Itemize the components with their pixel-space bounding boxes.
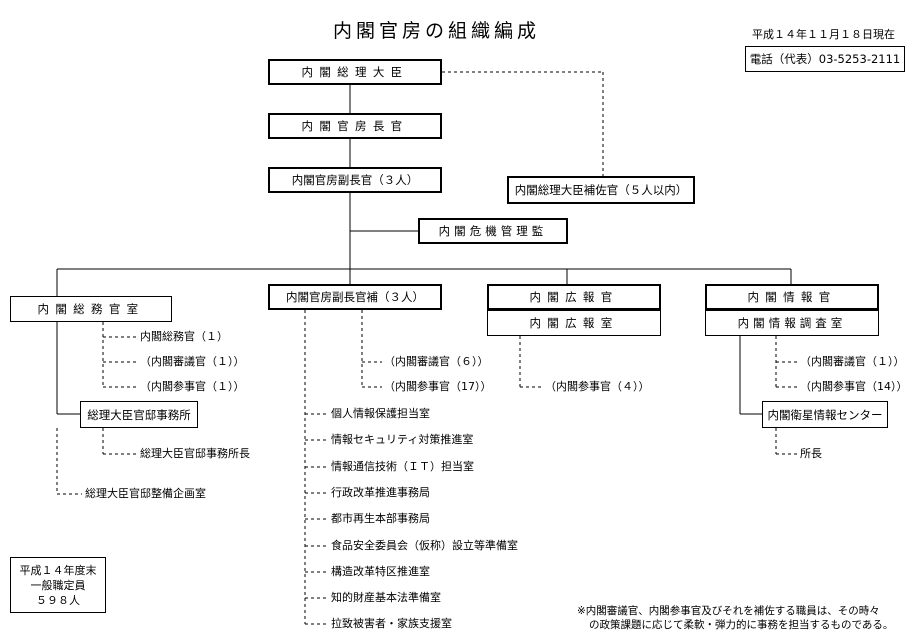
asst-office: 情報セキュリティ対策推進室 [331, 433, 474, 446]
residence-head: 総理大臣官邸事務所長 [140, 447, 250, 460]
satellite-center-box: 内閣衛星情報センター [762, 401, 888, 428]
assistant-deputy-box: 内閣官房副長官補（３人） [268, 284, 442, 310]
asst-office: 個人情報保護担当室 [331, 407, 430, 420]
pr-item: （内閣参事官（４）） [545, 380, 650, 393]
asst-office: 都市再生本部事務局 [331, 512, 430, 525]
staff-line: ５９８人 [36, 594, 80, 607]
chief-cabinet-secretary-box: 内閣官房長官 [268, 113, 442, 139]
as-of-date: 平成１４年１１月１８日現在 [752, 28, 895, 41]
ga-item: （内閣審議官（１）） [140, 355, 245, 368]
deputy-chief-box: 内閣官房副長官（３人） [268, 167, 442, 193]
asst-office: 行政改革推進事務局 [331, 486, 430, 499]
pm-box: 内閣総理大臣 [268, 59, 442, 85]
staff-quota-box: 平成１４年度末 一般職定員 ５９８人 [10, 557, 106, 613]
crisis-management-box: 内閣危機管理監 [418, 218, 568, 244]
footnote-line: ※内閣審議官、内閣参事官及びそれを補佐する職員は、その時々 [577, 605, 880, 617]
residence-planning-office: 総理大臣官邸整備企画室 [85, 487, 206, 500]
asst-office: 食品安全委員会（仮称）設立等準備室 [331, 539, 518, 552]
asst-office: 構造改革特区推進室 [331, 565, 430, 578]
residence-office-box: 総理大臣官邸事務所 [80, 401, 198, 428]
asst-item: （内閣参事官（17）） [384, 380, 492, 393]
pr-officer-box: 内閣広報官 [487, 284, 661, 310]
footnote: ※内閣審議官、内閣参事官及びそれを補佐する職員は、その時々 の政策課題に応じて柔… [577, 604, 893, 632]
footnote-line: の政策課題に応じて柔軟・弾力的に事務を担当するものである。 [589, 619, 894, 631]
asst-office: 知的財産基本法準備室 [331, 591, 441, 604]
page-title: 内閣官房の組織編成 [333, 20, 541, 42]
general-affairs-office-box: 内閣総務官室 [10, 296, 172, 322]
asst-office: 情報通信技術（ＩＴ）担当室 [331, 460, 474, 473]
asst-office: 拉致被害者・家族支援室 [331, 617, 452, 630]
intel-item: （内閣審議官（１）） [800, 355, 905, 368]
pm-advisor-box: 内閣総理大臣補佐官（５人以内） [507, 176, 695, 204]
satellite-head: 所長 [800, 447, 822, 460]
phone-number: 電話（代表）03-5253-2111 [745, 46, 905, 72]
staff-line: 一般職定員 [30, 579, 86, 592]
pr-office-box: 内閣広報室 [487, 310, 661, 336]
asst-item: （内閣審議官（６）） [384, 355, 489, 368]
intel-item: （内閣参事官（14）） [800, 380, 908, 393]
intel-officer-box: 内閣情報官 [705, 284, 879, 310]
ga-item: （内閣参事官（１）） [140, 380, 245, 393]
intel-research-office-box: 内閣情報調査室 [705, 310, 879, 336]
ga-item: 内閣総務官（１） [140, 330, 228, 343]
staff-line: 平成１４年度末 [19, 564, 97, 577]
